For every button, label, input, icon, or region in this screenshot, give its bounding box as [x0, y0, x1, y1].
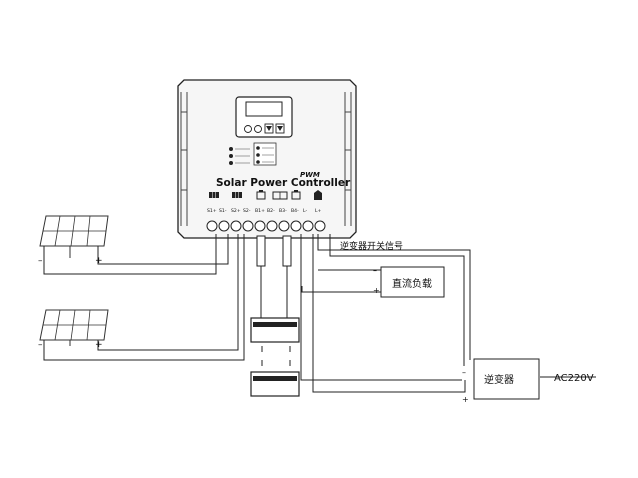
svg-text:–: – — [462, 368, 466, 377]
terminal-screw[interactable] — [290, 220, 302, 232]
load-bulb-icon — [314, 190, 322, 200]
controller-title: Solar Power Controller — [216, 177, 351, 189]
left-mount-rail — [180, 92, 188, 226]
terminal-label: L+ — [315, 208, 322, 214]
inverter-switch-signal-label: 逆变器开关信号 — [340, 240, 403, 252]
wiring — [43, 234, 596, 393]
svg-text:–: – — [38, 340, 43, 350]
terminal-screw[interactable] — [278, 220, 290, 232]
terminal-label: S2+ — [231, 208, 241, 214]
pwm-mark: PWM — [300, 171, 320, 179]
terminal-screw[interactable] — [254, 220, 266, 232]
svg-text:+: + — [95, 340, 103, 350]
terminal-label: B3- — [279, 208, 287, 214]
terminal-screw[interactable] — [230, 220, 242, 232]
polarity-marks: – + – + – + – + — [38, 256, 469, 404]
terminal-screw[interactable] — [206, 220, 218, 232]
svg-text:–: – — [38, 256, 43, 266]
button-row — [244, 123, 285, 134]
terminal-screw[interactable] — [314, 220, 326, 232]
inverter-box: 逆变器 — [473, 358, 540, 400]
solar-controller: PWM Solar Power Controller — [177, 79, 357, 239]
terminal-label: S1+ — [207, 208, 217, 214]
status-indicator-panel — [229, 142, 277, 166]
solar-panel-icon — [209, 192, 219, 198]
svg-text:+: + — [95, 256, 103, 266]
battery-icon — [256, 190, 266, 200]
battery-lower — [250, 371, 300, 397]
dc-load-box: 直流负载 — [380, 266, 445, 298]
battery-icon — [272, 191, 288, 200]
menu-button[interactable] — [244, 125, 252, 133]
terminal-screw[interactable] — [242, 220, 254, 232]
battery-icon — [291, 190, 301, 200]
set-button[interactable] — [254, 125, 262, 133]
terminal-screw[interactable] — [266, 220, 278, 232]
ac-output-label: AC220V — [554, 373, 594, 384]
terminal-icon-row — [209, 190, 322, 200]
terminal-screw[interactable] — [302, 220, 314, 232]
terminal-label-row: S1+S1- S2+S2- B1+B2- B3- B4- L- L+ — [207, 208, 322, 214]
battery-upper — [250, 317, 300, 343]
solar-panel-icon — [232, 192, 242, 198]
terminal-screw[interactable] — [218, 220, 230, 232]
dc-load-label: 直流负载 — [392, 277, 432, 290]
svg-text:–: – — [373, 266, 377, 275]
terminal-label: B1+ — [255, 208, 265, 214]
solar-panel-1 — [39, 215, 109, 258]
terminal-label: B4- — [291, 208, 299, 214]
solar-panel-2 — [39, 309, 109, 346]
terminal-label: S1- — [219, 208, 227, 214]
svg-text:+: + — [373, 286, 380, 295]
terminal-label: S2- — [243, 208, 251, 214]
right-mount-rail — [344, 92, 352, 226]
terminal-label: L- — [303, 208, 307, 214]
terminal-label: B2- — [267, 208, 275, 214]
inverter-label: 逆变器 — [484, 373, 514, 386]
svg-text:+: + — [462, 395, 469, 404]
terminal-block — [206, 220, 326, 232]
